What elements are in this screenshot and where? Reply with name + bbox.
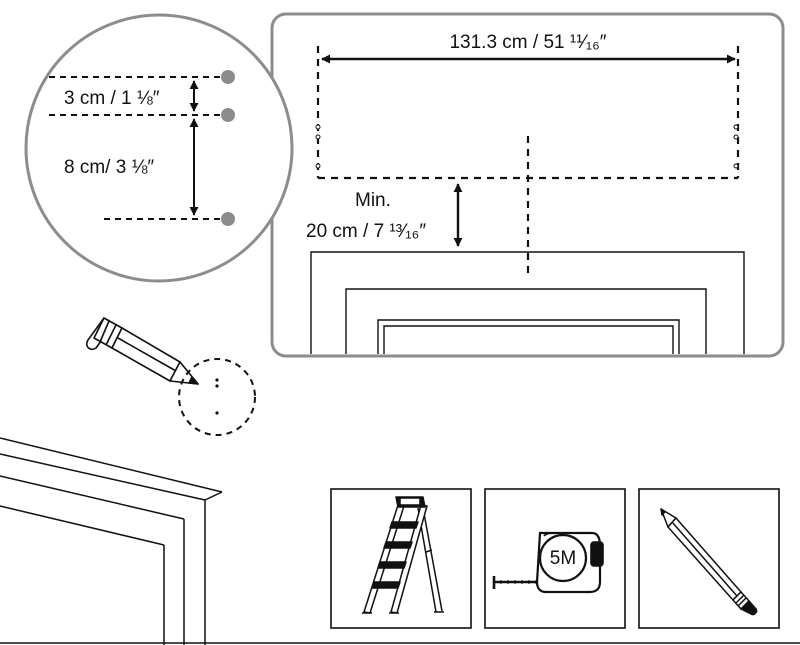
screw-holes <box>315 124 739 169</box>
marking-pencil-icon <box>85 317 199 385</box>
hole-markers <box>221 70 235 226</box>
bracket-guides <box>316 46 740 275</box>
pencil-icon <box>660 508 758 616</box>
wall-window-corner <box>0 437 223 645</box>
pencil-marks <box>215 378 219 415</box>
tool-box-pencil <box>638 488 780 629</box>
min-label: Min. <box>355 190 391 211</box>
min-value-label: 20 cm / 7 ¹³⁄₁₆″ <box>306 221 426 242</box>
tool-box-tape: 5M <box>484 488 626 629</box>
top-measurement-panel: 131.3 cm / 51 ¹¹⁄₁₆″ Min. 20 cm / 7 ¹³⁄₁… <box>270 12 785 358</box>
step-ladder-icon <box>362 496 444 614</box>
lower-spacing-label: 8 cm/ 3 ⅛″ <box>64 157 154 178</box>
marking-zoom-circle <box>178 358 256 436</box>
hole-guide-lines <box>49 76 222 220</box>
upper-spacing-label: 3 cm / 1 ⅛″ <box>64 88 160 109</box>
width-label: 131.3 cm / 51 ¹¹⁄₁₆″ <box>449 32 606 53</box>
tape-measure-label: 5M <box>550 548 576 569</box>
tape-measure-icon <box>492 531 604 594</box>
window-frame <box>310 251 745 354</box>
pencil-marking-illustration <box>85 317 256 436</box>
zoom-circle-outline <box>24 13 294 283</box>
zoom-detail-circle: 3 cm / 1 ⅛″ 8 cm/ 3 ⅛″ <box>24 13 294 283</box>
tool-box-ladder <box>330 488 472 629</box>
